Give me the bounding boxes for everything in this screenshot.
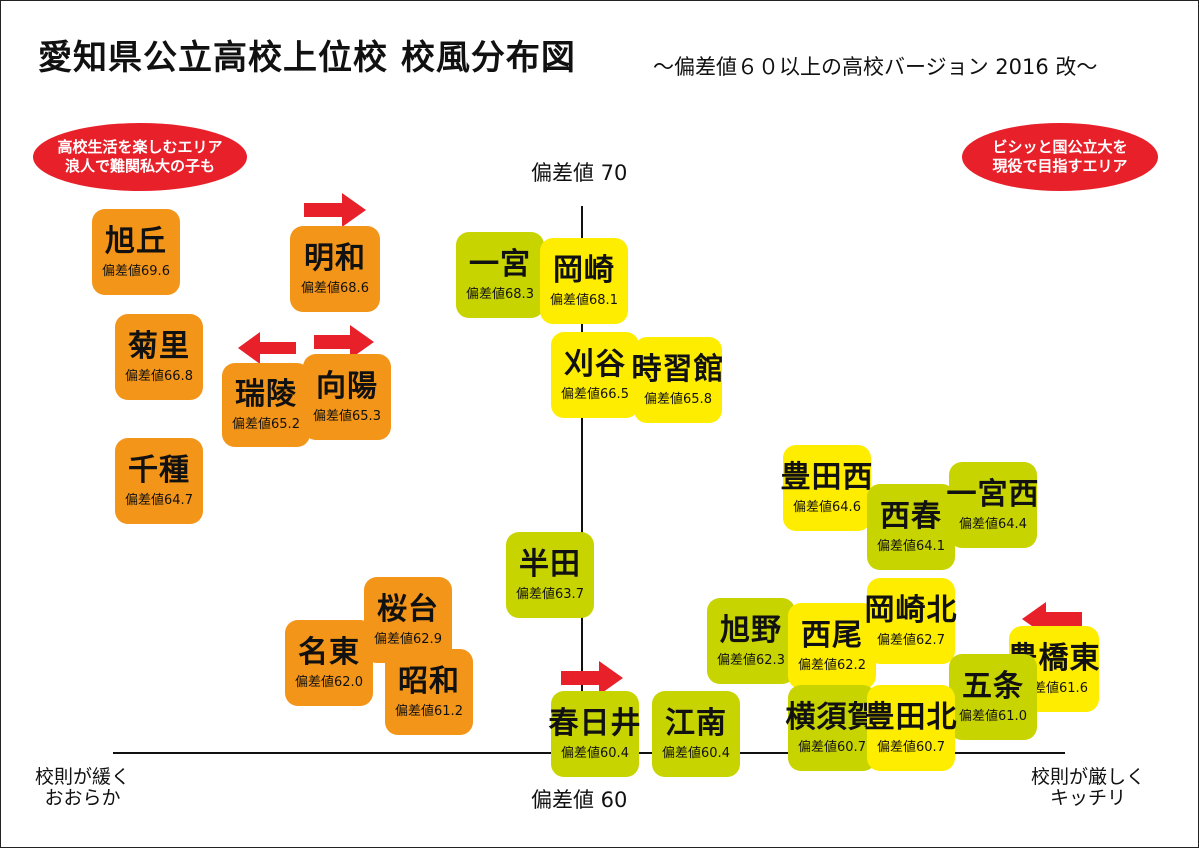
- school-box-kikuzato: 菊里 偏差値66.8: [115, 314, 203, 400]
- arrow-right-icon: [561, 661, 623, 695]
- school-deviation: 偏差値61.0: [959, 708, 1027, 724]
- school-name: 向陽: [316, 368, 378, 404]
- school-name: 西春: [880, 498, 942, 534]
- school-name: 江南: [665, 705, 727, 741]
- school-name: 一宮西: [946, 476, 1040, 512]
- school-name: 旭野: [720, 612, 782, 648]
- school-box-ichinomiya: 一宮 偏差値68.3: [456, 232, 544, 318]
- school-deviation: 偏差値62.0: [295, 674, 363, 690]
- school-deviation: 偏差値62.3: [717, 652, 785, 668]
- school-box-koyo: 向陽 偏差値65.3: [303, 354, 391, 440]
- school-name: 半田: [519, 546, 581, 582]
- school-deviation: 偏差値64.7: [125, 492, 193, 508]
- school-name: 豊田北: [864, 699, 958, 735]
- axis-label-top: 偏差値 70: [531, 161, 628, 185]
- axis-left-line1: 校則が緩く: [35, 766, 131, 788]
- school-name: 西尾: [801, 617, 863, 653]
- school-deviation: 偏差値69.6: [102, 263, 170, 279]
- school-box-okazaki: 岡崎 偏差値68.1: [540, 238, 628, 324]
- school-deviation: 偏差値68.1: [550, 292, 618, 308]
- school-box-kasugai: 春日井 偏差値60.4: [548, 691, 642, 777]
- school-deviation: 偏差値62.7: [877, 632, 945, 648]
- school-name: 春日井: [548, 705, 642, 741]
- school-box-handa: 半田 偏差値63.7: [506, 532, 594, 618]
- school-deviation: 偏差値63.7: [516, 586, 584, 602]
- school-box-asahino: 旭野 偏差値62.3: [707, 598, 795, 684]
- school-deviation: 偏差値60.7: [877, 739, 945, 755]
- school-name: 豊田西: [780, 459, 874, 495]
- school-box-okazakikita: 岡崎北 偏差値62.7: [864, 578, 958, 664]
- axis-left-line2: おおらか: [44, 786, 121, 809]
- page-subtitle: 〜偏差値６０以上の高校バージョン 2016 改〜: [653, 55, 1098, 79]
- school-box-ichinomiyanishi: 一宮西 偏差値64.4: [946, 462, 1040, 548]
- school-name: 昭和: [398, 663, 460, 699]
- school-deviation: 偏差値65.8: [644, 391, 712, 407]
- school-name: 旭丘: [105, 223, 167, 259]
- bubble-left-line1: 高校生活を楽しむエリア: [57, 137, 223, 156]
- school-deviation: 偏差値61.2: [395, 703, 463, 719]
- school-box-kariya: 刈谷 偏差値66.5: [551, 332, 639, 418]
- school-box-showa: 昭和 偏差値61.2: [385, 649, 473, 735]
- school-box-meito: 名東 偏差値62.0: [285, 620, 373, 706]
- school-deviation: 偏差値64.6: [793, 499, 861, 515]
- school-deviation: 偏差値60.7: [798, 739, 866, 755]
- bubble-left-line2: 浪人で難関私大の子も: [64, 157, 215, 175]
- axis-right-line2: キッチリ: [1050, 786, 1127, 809]
- school-box-nishiharu: 西春 偏差値64.1: [867, 484, 955, 570]
- school-box-toyotanishi: 豊田西 偏差値64.6: [780, 445, 874, 531]
- axis-label-left: 校則が緩く おおらか: [35, 767, 130, 809]
- page-title: 愛知県公立高校上位校 校風分布図: [38, 38, 576, 78]
- school-box-yokosuka: 横須賀 偏差値60.7: [785, 685, 879, 771]
- school-box-jishukan: 時習館 偏差値65.8: [631, 337, 725, 423]
- school-deviation: 偏差値65.2: [232, 416, 300, 432]
- school-deviation: 偏差値60.4: [662, 745, 730, 761]
- axis-right-line1: 校則が厳しく: [1031, 766, 1146, 788]
- school-box-sakuradai: 桜台 偏差値62.9: [364, 577, 452, 663]
- school-box-asahigaoka: 旭丘 偏差値69.6: [92, 209, 180, 295]
- area-bubble-left: 高校生活を楽しむエリア 浪人で難関私大の子も: [33, 123, 247, 191]
- axis-label-bottom: 偏差値 60: [531, 788, 628, 812]
- school-name: 菊里: [128, 328, 190, 364]
- school-name: 岡崎北: [864, 592, 958, 628]
- bubble-right-line2: 現役で目指すエリア: [992, 157, 1128, 175]
- school-deviation: 偏差値66.5: [561, 386, 629, 402]
- school-deviation: 偏差値64.4: [959, 516, 1027, 532]
- axis-label-right: 校則が厳しく キッチリ: [1031, 767, 1145, 809]
- school-deviation: 偏差値68.6: [301, 280, 369, 296]
- school-box-meiwa: 明和 偏差値68.6: [290, 226, 380, 312]
- school-deviation: 偏差値68.3: [466, 286, 534, 302]
- school-deviation: 偏差値62.2: [798, 657, 866, 673]
- bubble-right-line1: ビシッと国公立大を: [992, 137, 1128, 156]
- school-name: 明和: [304, 240, 366, 276]
- school-name: 一宮: [469, 246, 531, 282]
- school-deviation: 偏差値62.9: [374, 631, 442, 647]
- school-deviation: 偏差値60.4: [561, 745, 629, 761]
- school-deviation: 偏差値65.3: [313, 408, 381, 424]
- arrow-right-icon: [304, 193, 366, 227]
- school-box-zuiryo: 瑞陵 偏差値65.2: [222, 363, 310, 447]
- school-box-toyotakita: 豊田北 偏差値60.7: [864, 685, 958, 771]
- school-name: 岡崎: [553, 252, 615, 288]
- school-deviation: 偏差値66.8: [125, 368, 193, 384]
- area-bubble-right: ビシッと国公立大を 現役で目指すエリア: [962, 123, 1158, 191]
- school-name: 瑞陵: [235, 376, 297, 412]
- school-box-konan: 江南 偏差値60.4: [652, 691, 740, 777]
- school-name: 五条: [962, 668, 1024, 704]
- school-name: 千種: [128, 452, 190, 488]
- school-name: 時習館: [631, 351, 725, 387]
- arrow-left-icon: [238, 332, 296, 364]
- school-deviation: 偏差値61.6: [1020, 680, 1088, 696]
- arrow-right-icon: [314, 325, 374, 359]
- school-box-chikusa: 千種 偏差値64.7: [115, 438, 203, 524]
- school-name: 刈谷: [564, 346, 626, 382]
- school-box-nishio: 西尾 偏差値62.2: [788, 603, 876, 689]
- school-name: 桜台: [377, 591, 439, 627]
- school-box-gojo: 五条 偏差値61.0: [949, 654, 1037, 740]
- school-name: 名東: [298, 634, 360, 670]
- school-deviation: 偏差値64.1: [877, 538, 945, 554]
- school-name: 横須賀: [785, 699, 879, 735]
